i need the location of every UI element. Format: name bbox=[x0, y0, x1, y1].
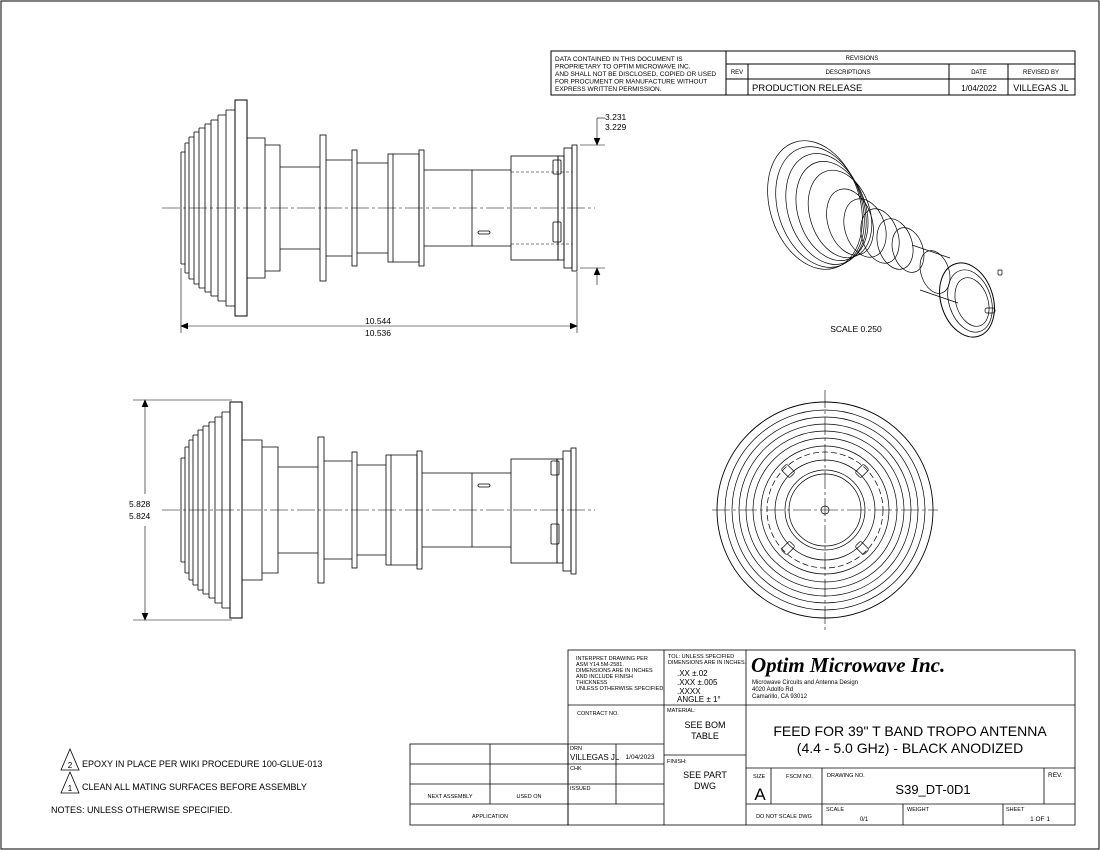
size-label: SIZE bbox=[753, 774, 766, 780]
sheet-value: 1 OF 1 bbox=[1030, 816, 1050, 823]
revisions-col-date: DATE bbox=[971, 70, 987, 76]
revisions-col-rev: REV bbox=[731, 70, 743, 76]
interpret-line-3: DIMENSIONS ARE IN INCHES bbox=[576, 668, 653, 674]
drawing-title-2: (4.4 - 5.0 GHz) - BLACK ANODIZED bbox=[797, 740, 1023, 756]
note-1-text: CLEAN ALL MATING SURFACES BEFORE ASSEMBL… bbox=[82, 782, 307, 792]
company-sub-1: Microwave Circuits and Antenna Design bbox=[752, 680, 858, 686]
note-2-number: 2 bbox=[68, 761, 73, 770]
dim-length-bottom: 10.536 bbox=[365, 328, 391, 338]
finish-value-1: SEE PART bbox=[683, 770, 727, 780]
revisions-block bbox=[725, 50, 1076, 96]
size-value: A bbox=[754, 785, 766, 804]
isometric-view bbox=[767, 140, 1003, 338]
proprietary-line-2: PROPRIETARY TO OPTIM MICROWAVE INC. bbox=[555, 64, 691, 71]
dim-length-top: 10.544 bbox=[365, 316, 391, 326]
iso-scale-label: SCALE 0.250 bbox=[830, 324, 882, 334]
next-assembly-label: NEXT ASSEMBLY bbox=[427, 794, 472, 800]
company-sub-3: Camarillo, CA 93012 bbox=[752, 694, 808, 700]
do-not-scale-label: DO NOT SCALE DWG bbox=[756, 814, 812, 820]
proprietary-line-5: EXPRESS WRITTEN PERMISSION. bbox=[555, 86, 662, 93]
material-value-1: SEE BOM bbox=[684, 720, 725, 730]
tol-xx: .XX ±.02 bbox=[677, 669, 708, 678]
drn-label: DRN bbox=[570, 746, 582, 752]
revision-description: PRODUCTION RELEASE bbox=[752, 83, 862, 94]
fscm-label: FSCM NO. bbox=[786, 774, 813, 780]
notes: 2 EPOXY IN PLACE PER WIKI PROCEDURE 100-… bbox=[51, 747, 322, 815]
company-name: Optim Microwave Inc. bbox=[751, 653, 945, 677]
tol-angle: ANGLE ± 1° bbox=[677, 695, 721, 704]
weight-label: WEIGHT bbox=[907, 807, 930, 813]
application-label: APPLICATION bbox=[472, 814, 508, 820]
note-1-number: 1 bbox=[68, 784, 73, 793]
interpret-line-4: AND INCLUDE FINISH bbox=[576, 674, 633, 680]
notes-header: NOTES: UNLESS OTHERWISE SPECIFIED. bbox=[51, 805, 232, 815]
dimension-height bbox=[133, 399, 232, 621]
drawing-no-label: DRAWING NO. bbox=[827, 773, 865, 779]
chk-label: CHK bbox=[570, 766, 582, 772]
scale-label: SCALE bbox=[826, 807, 844, 813]
next-assembly-block bbox=[409, 743, 569, 826]
dim-height-top: 5.828 bbox=[129, 499, 151, 509]
rev-label: REV. bbox=[1048, 772, 1063, 779]
used-on-label: USED ON bbox=[516, 794, 541, 800]
proprietary-line-4: FOR PROCUMENT OR MANUFACTURE WITHOUT bbox=[555, 79, 707, 86]
front-view bbox=[712, 390, 938, 632]
tol-header-1: TOL: UNLESS SPECIFIED bbox=[668, 654, 734, 660]
material-label: MATERIAL: bbox=[667, 708, 696, 714]
revision-date: 1/04/2022 bbox=[961, 84, 997, 93]
interpret-line-2: ASM Y14.5M-2581. bbox=[576, 662, 624, 668]
issued-label: ISSUED bbox=[570, 786, 591, 792]
contract-no-label: CONTRACT NO. bbox=[577, 711, 619, 717]
tol-xxx: .XXX ±.005 bbox=[677, 678, 718, 687]
proprietary-line-1: DATA CONTAINED IN THIS DOCUMENT IS bbox=[555, 56, 683, 63]
dimension-length bbox=[180, 268, 578, 333]
scale-value: 0/1 bbox=[860, 817, 869, 823]
tol-header-2: DIMENSIONS ARE IN INCHES. bbox=[668, 660, 747, 666]
drawing-no-value: S39_DT-0D1 bbox=[895, 782, 970, 797]
title-block bbox=[567, 649, 1076, 826]
dimension-flange bbox=[580, 117, 605, 285]
finish-value-2: DWG bbox=[694, 781, 716, 791]
proprietary-line-3: AND SHALL NOT BE DISCLOSED, COPIED OR US… bbox=[555, 71, 716, 78]
revisions-col-desc: DESCRIPTIONS bbox=[825, 70, 870, 76]
tol-xxxx: .XXXX bbox=[677, 687, 701, 696]
revisions-title: REVISIONS bbox=[846, 56, 879, 62]
proprietary-notice: DATA CONTAINED IN THIS DOCUMENT IS PROPR… bbox=[550, 50, 727, 96]
note-1-triangle bbox=[60, 770, 80, 794]
dim-flange-bottom: 3.229 bbox=[605, 122, 627, 132]
note-2-triangle bbox=[60, 747, 80, 771]
drn-name: VILLEGAS JL bbox=[570, 753, 620, 762]
company-sub-2: 4020 Adolfo Rd bbox=[752, 687, 793, 693]
dim-height-bottom: 5.824 bbox=[129, 511, 151, 521]
sheet-label: SHEET bbox=[1006, 807, 1025, 813]
interpret-line-5: THICKNESS bbox=[576, 680, 608, 686]
drn-date: 1/04/2023 bbox=[626, 754, 655, 761]
interpret-line-1: INTERPRET DRAWING PER bbox=[576, 656, 648, 662]
note-2-text: EPOXY IN PLACE PER WIKI PROCEDURE 100-GL… bbox=[82, 759, 322, 769]
interpret-line-6: UNLESS OTHERWISE SPECIFIED. bbox=[576, 686, 665, 692]
revision-by: VILLEGAS JL bbox=[1013, 83, 1069, 93]
finish-label: FINISH: bbox=[667, 759, 687, 765]
revisions-col-by: REVISED BY bbox=[1023, 70, 1059, 76]
dim-flange-top: 3.231 bbox=[605, 112, 627, 122]
drawing-title-1: FEED FOR 39" T BAND TROPO ANTENNA bbox=[773, 723, 1047, 739]
material-value-2: TABLE bbox=[691, 731, 719, 741]
